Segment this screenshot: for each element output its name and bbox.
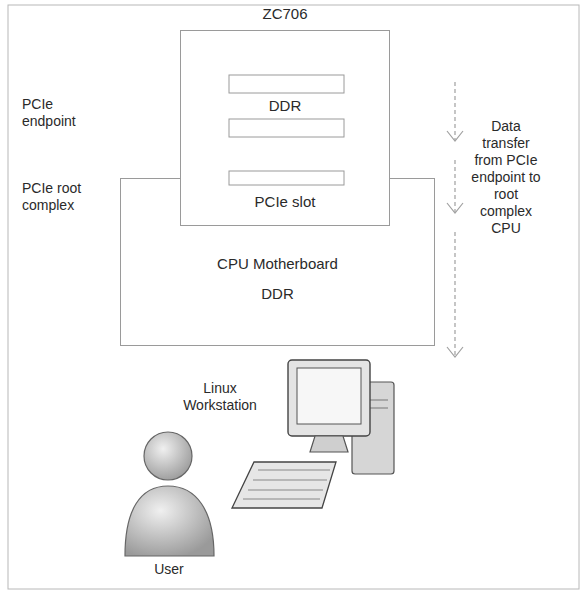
user-label: User	[130, 561, 208, 578]
transfer-arrows	[454, 82, 455, 356]
arrow-heads	[447, 131, 463, 357]
node-text: CPU Motherboard	[121, 255, 434, 273]
computer-icon	[232, 360, 394, 508]
node-text: DDR	[181, 97, 389, 115]
node-text: PCIe slot	[181, 193, 389, 211]
endpoint-label: PCIe endpoint	[22, 96, 82, 130]
node-text: ZC706	[181, 5, 389, 23]
transfer-note: Data transfer from PCIe endpoint to root…	[470, 118, 542, 237]
slot-label-box: PCIe slot	[181, 191, 389, 213]
ddr-label-box: DDR	[181, 95, 389, 117]
node-text: DDR	[121, 285, 434, 303]
root-complex-label: PCIe root complex	[22, 180, 82, 214]
user-icon	[125, 432, 214, 556]
frame	[8, 5, 579, 589]
board-box: ZC706DDRPCIe slot	[180, 30, 390, 226]
workstation-label: Linux Workstation	[176, 380, 264, 414]
